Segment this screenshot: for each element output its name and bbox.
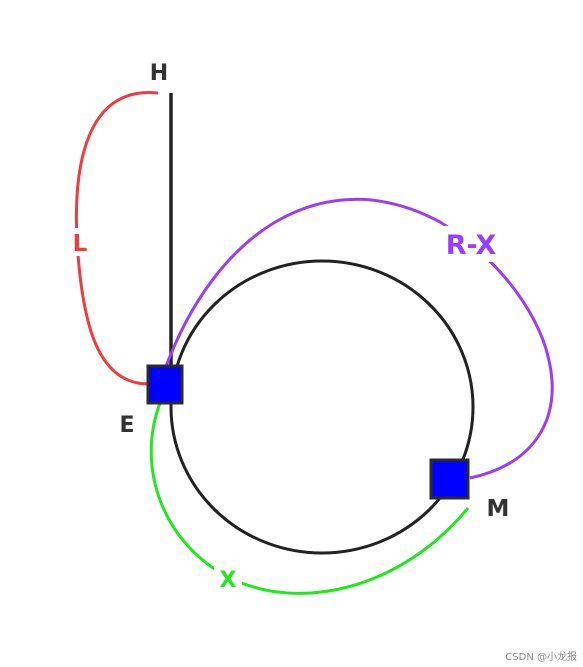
label-e: E — [119, 413, 134, 438]
node-m — [429, 458, 470, 500]
label-l: L — [73, 231, 88, 257]
watermark-text: CSDN @小龙报 — [505, 652, 577, 663]
label-rx: R-X — [446, 230, 497, 261]
label-m: M — [487, 496, 510, 522]
label-gap-rx — [437, 226, 503, 262]
node-e — [146, 364, 184, 405]
main-circle — [169, 259, 475, 555]
curve-x — [149, 402, 470, 595]
label-h: H — [150, 61, 168, 86]
curve-rx — [162, 197, 554, 480]
label-gap-x — [214, 566, 242, 592]
label-gap-l — [70, 228, 90, 256]
label-x: X — [220, 568, 237, 593]
